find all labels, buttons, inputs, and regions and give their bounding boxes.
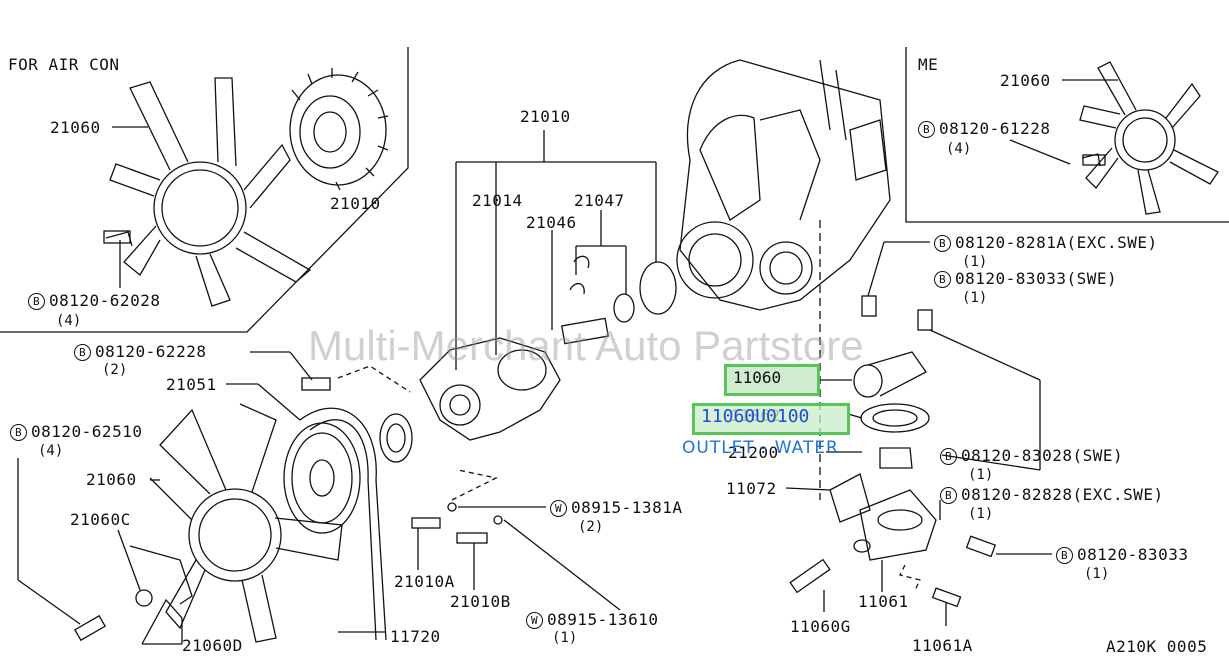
bolt-part-number: 08120-62228 — [95, 342, 207, 361]
bolt-marker: B — [940, 448, 957, 465]
part-label-21060-aircon: 21060 — [50, 118, 101, 137]
pulley-belt-drawing — [283, 407, 413, 641]
outlet-water-label: OUTLET - WATER — [682, 438, 839, 458]
part-label-21010B: 21010B — [450, 592, 511, 611]
washer-marker: W — [526, 612, 543, 629]
part-label-21060C: 21060C — [70, 510, 131, 529]
part-label-21060: 21060 — [86, 470, 137, 489]
bolt-part-number: 08120-83033 — [1077, 545, 1189, 564]
main-fan-drawing — [129, 403, 343, 643]
bolt-marker: B — [28, 293, 45, 310]
quantity-13610: (1) — [552, 630, 578, 646]
quantity-83033-swe: (1) — [962, 290, 988, 306]
part-label-21060D: 21060D — [182, 636, 243, 655]
part-label-21051: 21051 — [166, 375, 217, 394]
part-label-21014: 21014 — [472, 191, 523, 210]
part-label-11061A: 11061A — [912, 636, 973, 655]
quantity-83033: (1) — [1084, 566, 1110, 582]
part-label-21200: 21200 — [728, 443, 779, 462]
me-section-label: ME — [918, 55, 939, 74]
bolt-part-number: 08120-8281A(EXC.SWE) — [955, 233, 1158, 252]
hotspot-11060[interactable]: 11060 — [724, 364, 820, 396]
part-label-21010: 21010 — [520, 107, 571, 126]
quantity-62510: (4) — [38, 443, 64, 459]
bolt-part-number: 08120-82828(EXC.SWE) — [961, 485, 1164, 504]
washer-marker: W — [550, 500, 567, 517]
bolt-marker: B — [934, 235, 951, 252]
air-con-inset-frame — [0, 47, 409, 333]
quantity-1381A: (2) — [578, 519, 604, 535]
bolt-marker: B — [1056, 547, 1073, 564]
quantity-62028: (4) — [56, 313, 82, 329]
me-fan-drawing — [1079, 61, 1219, 215]
part-label-21046: 21046 — [526, 213, 577, 232]
quantity-61228: (4) — [946, 141, 972, 157]
part-label-21010-aircon: 21010 — [330, 194, 381, 213]
part-label-21047: 21047 — [574, 191, 625, 210]
part-label-11072: 11072 — [726, 479, 777, 498]
me-inset-frame — [905, 47, 1229, 223]
quantity-62228: (2) — [102, 362, 128, 378]
bolt-marker: B — [934, 271, 951, 288]
diagram-code: A210K 0005 — [1106, 637, 1208, 656]
washer-part-number: 08915-1381A — [571, 498, 683, 517]
bolt-part-number: 08120-83028(SWE) — [961, 446, 1124, 465]
part-label-11720: 11720 — [390, 627, 441, 646]
part-label-21010A: 21010A — [394, 572, 455, 591]
bolt-marker: B — [10, 424, 27, 441]
part-label-11061: 11061 — [858, 592, 909, 611]
air-con-section-label: FOR AIR CON — [8, 55, 120, 74]
leader-lines — [17, 79, 1118, 645]
fan-clutch-drawing — [289, 68, 389, 186]
bolts-drawing — [73, 154, 1106, 642]
bolt-part-number: 08120-83033(SWE) — [955, 269, 1118, 288]
water-pump-drawing — [419, 255, 677, 441]
quantity-83028: (1) — [968, 467, 994, 483]
part-label-21060-me: 21060 — [1000, 71, 1051, 90]
bolt-part-number: 08120-62510 — [31, 422, 143, 441]
bolt-part-number: 08120-62028 — [49, 291, 161, 310]
quantity-8281A: (1) — [962, 254, 988, 270]
bolt-marker: B — [940, 487, 957, 504]
air-con-fan-drawing — [105, 77, 312, 307]
thermostat-housing-drawing — [789, 351, 937, 594]
quantity-82828: (1) — [968, 506, 994, 522]
bolt-marker: B — [74, 344, 91, 361]
hotspot-11060U0100[interactable]: 11060U0100 — [692, 403, 850, 435]
washer-part-number: 08915-13610 — [547, 610, 659, 629]
part-label-11060G: 11060G — [790, 617, 851, 636]
bolt-marker: B — [918, 121, 935, 138]
bolt-part-number: 08120-61228 — [939, 119, 1051, 138]
engine-block-drawing — [676, 59, 891, 311]
watermark: Multi-Merchant Auto Partstore — [308, 322, 864, 369]
